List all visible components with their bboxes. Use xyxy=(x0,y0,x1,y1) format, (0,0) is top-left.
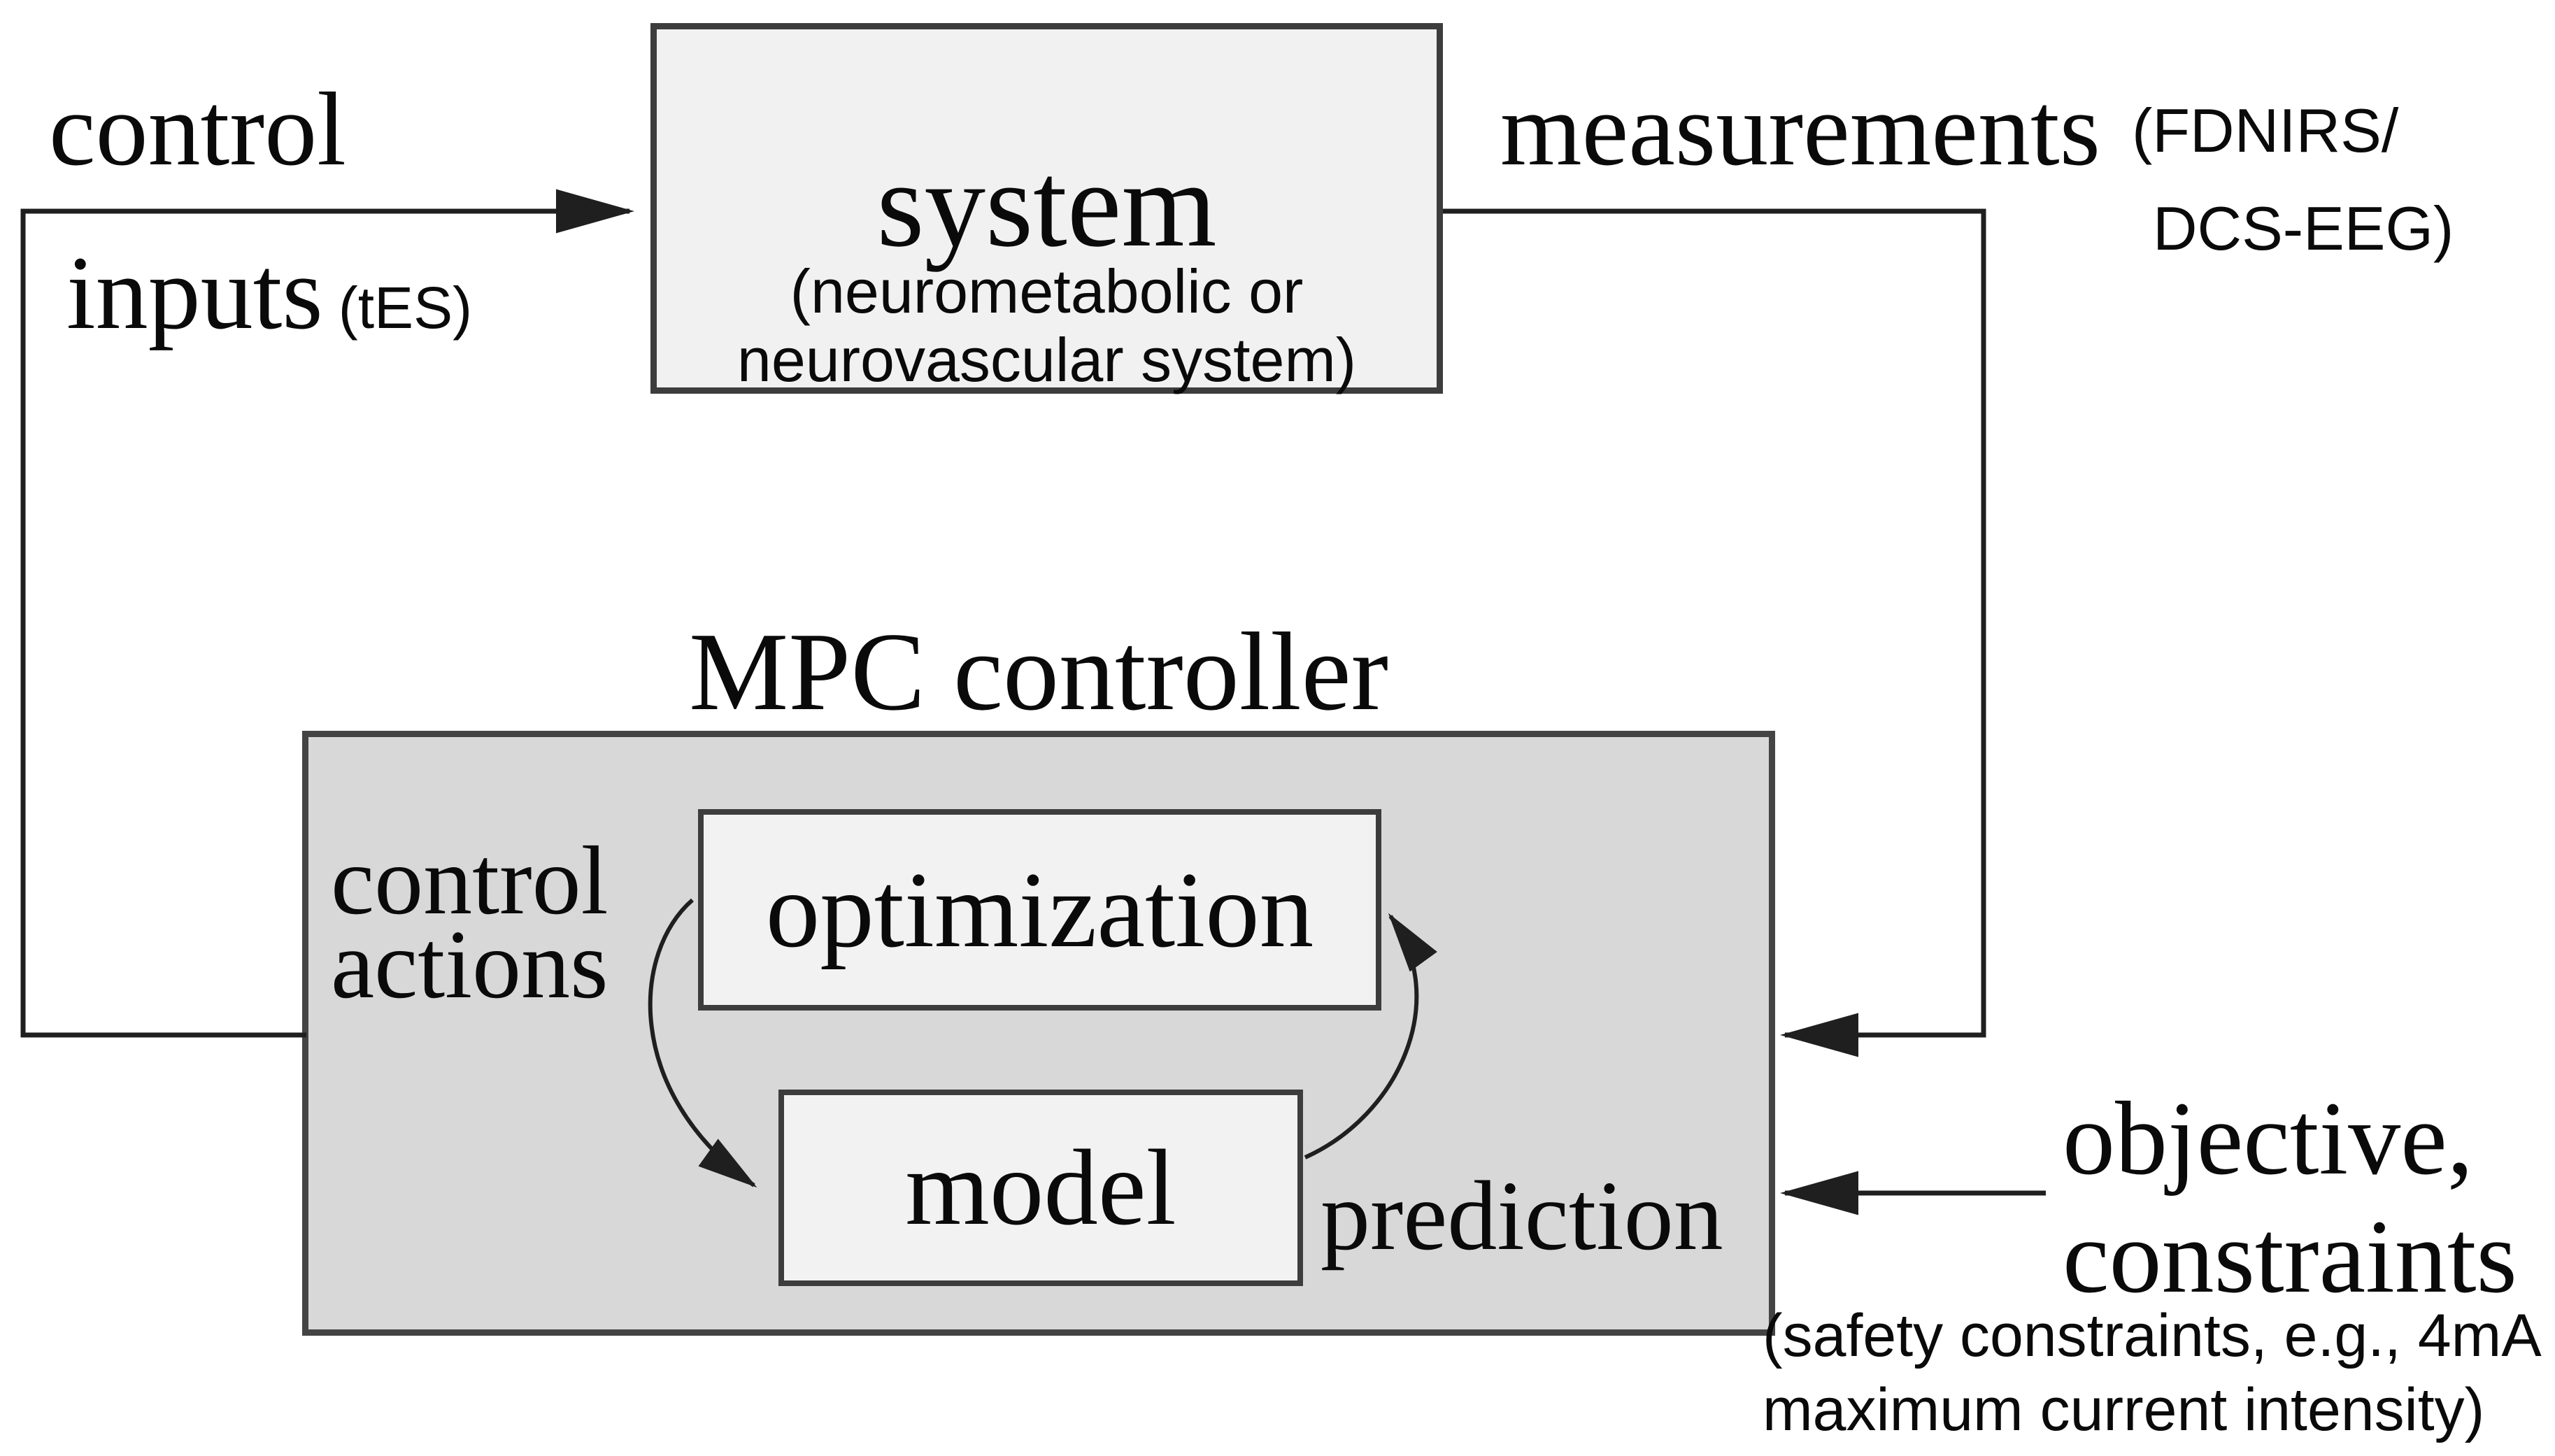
safety-annotation-line1: (safety constraints, e.g., 4mA xyxy=(1763,1302,2542,1369)
inputs-label: inputs(tES) xyxy=(66,241,472,345)
safety-constraints-annotation: (safety constraints, e.g., 4mA maximum c… xyxy=(1763,1299,2542,1447)
objective-constraints-label: objective, constraints xyxy=(2063,1080,2517,1316)
optimization-label: optimization xyxy=(765,849,1314,970)
control-actions-label: control actions xyxy=(331,832,608,1019)
safety-annotation-line2: maximum current intensity) xyxy=(1763,1376,2485,1443)
inputs-label-text: inputs xyxy=(66,235,323,351)
optimization-box: optimization xyxy=(698,809,1381,1011)
mpc-controller-title: MPC controller xyxy=(689,609,1388,734)
objective-line2: constraints xyxy=(2063,1199,2517,1315)
system-box: system (neurometabolic or neurovascular … xyxy=(650,23,1443,394)
model-label: model xyxy=(905,1127,1176,1248)
system-subtitle-line2: neurovascular system) xyxy=(736,325,1357,394)
model-box: model xyxy=(778,1090,1303,1286)
measurements-label: measurements xyxy=(1500,71,2101,187)
control-label: control xyxy=(49,71,346,187)
prediction-label: prediction xyxy=(1321,1160,1723,1271)
system-subtitle-line1: (neurometabolic or xyxy=(790,257,1304,326)
measurements-annotation-line1: (FDNIRS/ xyxy=(2132,96,2399,165)
objective-line1: objective, xyxy=(2063,1080,2474,1197)
control-actions-line2: actions xyxy=(331,911,608,1019)
system-title: system xyxy=(876,136,1217,272)
tes-annotation: (tES) xyxy=(338,275,473,341)
measurements-annotation-line2: DCS-EEG) xyxy=(2153,194,2454,263)
